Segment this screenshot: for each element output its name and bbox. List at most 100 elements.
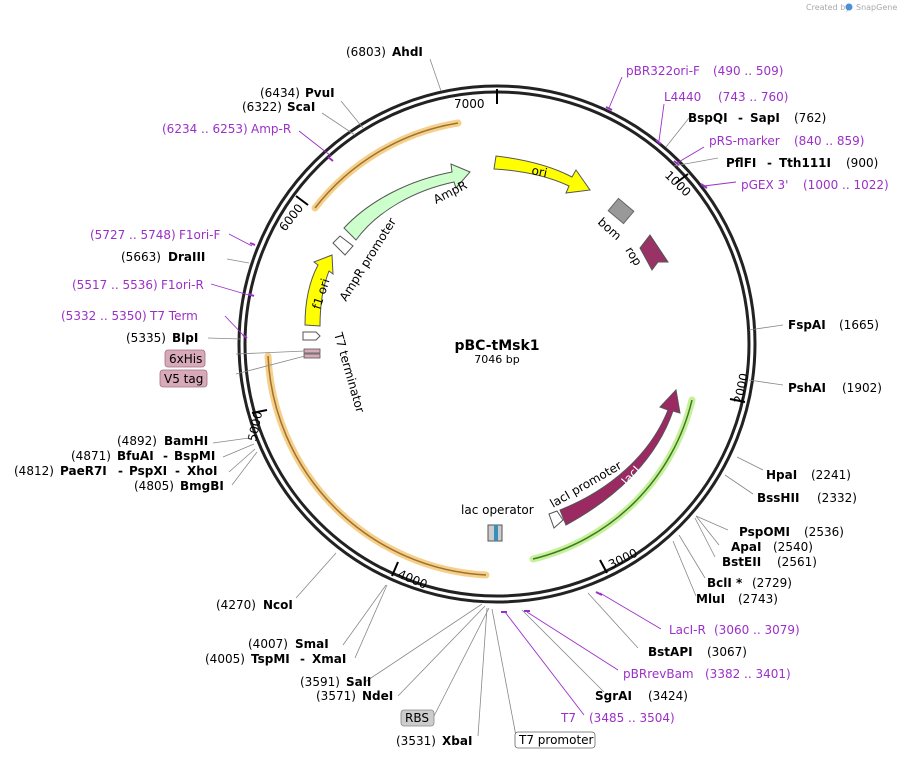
site-bstapi[interactable]: BstAPI — [648, 645, 693, 659]
primer-lacir[interactable]: LacI-R — [669, 623, 706, 637]
site-sali[interactable]: SalI — [346, 675, 371, 689]
site-bspqi-pos: (762) — [794, 111, 826, 125]
site-bsshii-pos: (2332) — [817, 491, 857, 505]
his-tag-box[interactable] — [164, 349, 206, 368]
snapgene-logo-icon — [845, 3, 853, 11]
site-hpai[interactable]: HpaI — [766, 468, 797, 482]
site-draiii-pos: (5663) — [121, 250, 161, 264]
site-bmgbi[interactable]: BmgBI — [180, 479, 224, 493]
rop-arrow — [639, 234, 669, 271]
bom-feature — [607, 197, 635, 225]
site-fspai[interactable]: FspAI — [788, 318, 826, 332]
site-pvui[interactable]: PvuI — [305, 86, 335, 100]
site-bamhi[interactable]: BamHI — [164, 434, 208, 448]
site-smai[interactable]: SmaI — [295, 637, 329, 651]
site-mlui[interactable]: MluI — [696, 592, 725, 606]
site-bsteii[interactable]: BstEII — [722, 555, 761, 569]
tick-5000-mark — [251, 409, 268, 414]
primer-pbrrevbam-range: (3382 .. 3401) — [705, 667, 791, 681]
laci-orf-line — [532, 399, 693, 560]
primer-f1orif[interactable]: F1ori-F — [179, 228, 220, 242]
site-xmai[interactable]: XmaI — [312, 652, 346, 666]
site-bstapi-pos: (3067) — [707, 645, 747, 659]
site-tth111i[interactable]: Tth111I — [779, 156, 831, 170]
primer-l4440[interactable]: L4440 — [664, 90, 701, 104]
t7-promoter-box[interactable] — [514, 731, 596, 749]
site-sali-pos: (3591) — [300, 675, 340, 689]
site-sgrai[interactable]: SgrAI — [595, 689, 632, 703]
tmsk1-orf-glow — [264, 352, 490, 579]
site-scai-pos: (6322) — [242, 100, 282, 114]
site-mlui-pos: (2743) — [738, 592, 778, 606]
primer-pgex3[interactable]: pGEX 3' — [741, 178, 788, 192]
tick-3000-mark — [599, 559, 608, 574]
primer-t7term[interactable]: T7 Term — [149, 309, 198, 323]
primer-t7-range: (3485 .. 3504) — [589, 711, 675, 725]
site-pshai[interactable]: PshAI — [788, 381, 826, 395]
rbs-box[interactable] — [400, 709, 435, 727]
v5-tag-box[interactable] — [159, 369, 208, 388]
site-xbai[interactable]: XbaI — [442, 734, 472, 748]
site-ndei[interactable]: NdeI — [362, 689, 393, 703]
site-tspmi[interactable]: TspMI — [251, 652, 290, 666]
site-ahdi-pos: (6803) — [346, 45, 386, 59]
primer-f1orir[interactable]: F1ori-R — [161, 278, 204, 292]
site-ndei-pos: (3571) — [316, 689, 356, 703]
site-bfuai[interactable]: BfuAI — [117, 449, 154, 463]
t7-terminator-label: T7 terminator — [331, 330, 368, 414]
site-pspxi-sep: - — [175, 464, 180, 478]
site-pspxi[interactable]: PspXI — [129, 464, 167, 478]
v5-marker — [303, 353, 321, 359]
primer-connectors — [210, 76, 737, 716]
site-paer7i[interactable]: PaeR7I — [60, 464, 107, 478]
ring-ticks: 7000 1000 2000 3000 4000 5000 6000 — [245, 89, 751, 592]
site-paer7i-sep: - — [118, 464, 123, 478]
site-ahdi[interactable]: AhdI — [392, 45, 423, 59]
t7-promoter-label: T7 promoter — [518, 733, 594, 747]
amp-orf-line — [314, 122, 459, 209]
site-apai[interactable]: ApaI — [731, 540, 761, 554]
site-draiii[interactable]: DraIII — [168, 250, 205, 264]
site-sgrai-pos: (3424) — [648, 689, 688, 703]
primer-f1orif-range: (5727 .. 5748) — [90, 228, 176, 242]
site-scai[interactable]: ScaI — [287, 100, 315, 114]
primer-pbrrevbam[interactable]: pBRrevBam — [623, 667, 694, 681]
tick-2000: 2000 — [731, 372, 751, 405]
site-blpi[interactable]: BlpI — [172, 331, 198, 345]
plasmid-name: pBC-tMsk1 — [454, 338, 539, 354]
site-bspqi[interactable]: BspQI — [688, 111, 728, 125]
site-bsshii[interactable]: BssHII — [757, 491, 799, 505]
primer-ampr[interactable]: Amp-R — [251, 122, 291, 136]
his-tag-label: 6xHis — [169, 352, 202, 366]
site-ncoi[interactable]: NcoI — [263, 598, 293, 612]
f1-ori-arrow — [304, 254, 334, 327]
tick-5000: 5000 — [245, 410, 265, 443]
site-pspomi[interactable]: PspOMI — [739, 525, 790, 539]
ori-arrow — [493, 155, 591, 194]
primer-f1orir-range: (5517 .. 5536) — [72, 278, 158, 292]
site-apai-pos: (2540) — [773, 540, 813, 554]
site-hpai-pos: (2241) — [811, 468, 851, 482]
primer-prsmarker[interactable]: pRS-marker — [709, 134, 780, 148]
site-xhoi[interactable]: XhoI — [187, 464, 218, 478]
site-pvui-pos: (6434) — [260, 86, 300, 100]
primer-t7[interactable]: T7 — [560, 711, 576, 725]
v5-tag-label: V5 tag — [164, 372, 203, 386]
primer-pbr322orif[interactable]: pBR322ori-F — [626, 64, 700, 78]
site-bspmi[interactable]: BspMI — [174, 449, 215, 463]
site-pflfi[interactable]: PflFI — [726, 156, 756, 170]
site-xbai-pos: (3531) — [396, 734, 436, 748]
primer-t7term-range: (5332 .. 5350) — [61, 309, 147, 323]
site-bspqi-sep: - — [738, 111, 743, 125]
plasmid-size: 7046 bp — [474, 353, 519, 366]
rbs-label: RBS — [405, 711, 429, 725]
lac-operator-inner — [494, 525, 498, 541]
site-pflfi-sep: - — [767, 156, 772, 170]
site-bsteii-pos: (2561) — [777, 555, 817, 569]
site-ncoi-pos: (4270) — [216, 598, 256, 612]
primer-lacir-range: (3060 .. 3079) — [714, 623, 800, 637]
site-bcli[interactable]: BclI * — [707, 576, 743, 590]
tick-2000-mark — [729, 398, 746, 403]
site-sapi[interactable]: SapI — [750, 111, 780, 125]
laci-promoter-arrow — [548, 510, 564, 529]
